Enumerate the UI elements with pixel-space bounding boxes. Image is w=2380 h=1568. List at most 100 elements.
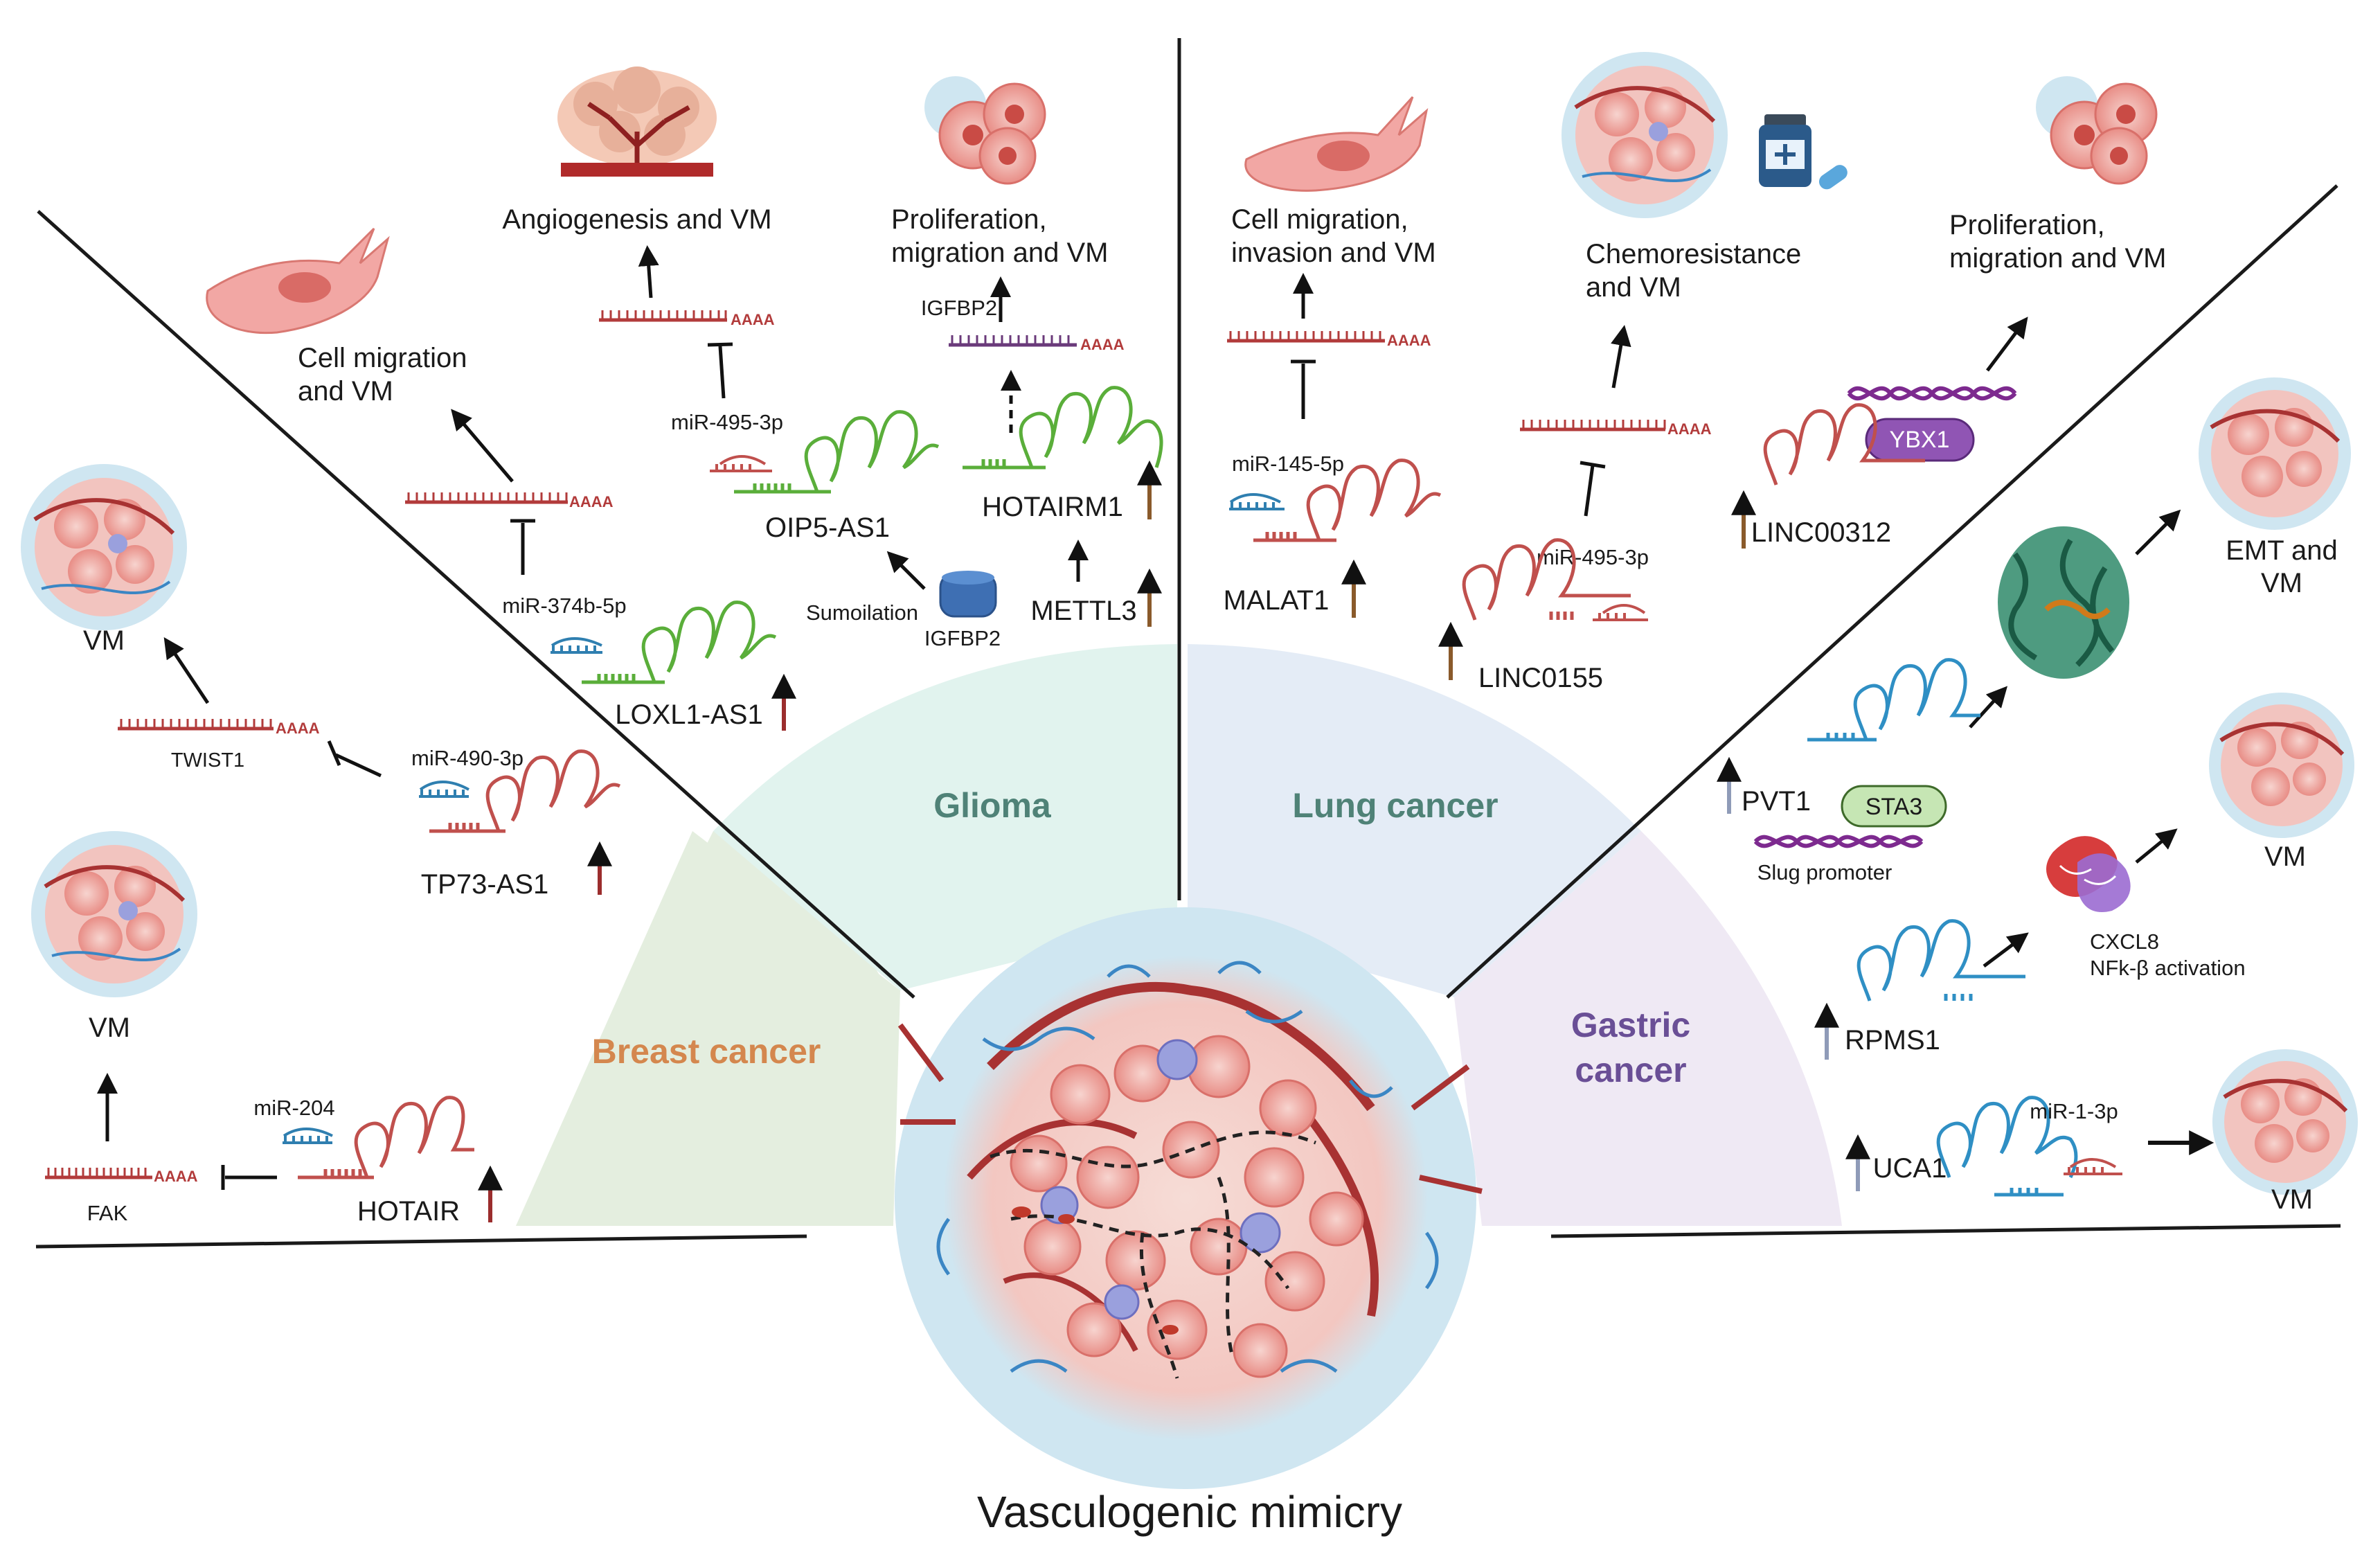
- breast-tp73-outcome: VM: [83, 625, 125, 656]
- sector-title-gastric-line1: Gastric: [1571, 1006, 1690, 1044]
- malat1-outcome-line1: Cell migration,: [1231, 204, 1408, 235]
- mirna-495-lung-icon: [1593, 604, 1648, 621]
- malat1-label: MALAT1: [1224, 585, 1330, 616]
- arrow-mrna-to-migration: [451, 409, 514, 483]
- igfbp2-protein-icon: [939, 571, 997, 618]
- sta3-label: STA3: [1865, 794, 1923, 820]
- igfbp2-target-label: IGFBP2: [921, 296, 997, 320]
- mirna-495-glioma-icon: [710, 455, 772, 472]
- loxl1-outcome-line1: Cell migration: [298, 343, 467, 373]
- central-tumor-illustration: [895, 907, 1483, 1489]
- linc0155-outcome-line1: Chemoresistance: [1586, 239, 1801, 269]
- sta3-protein-badge: STA3: [1841, 785, 1947, 828]
- arrow-sumoilation-to-oip5: [886, 551, 926, 590]
- nfkb-activation-label: NFk-β activation: [2090, 956, 2246, 980]
- inhibit-mirna495-linc0155-target: [1580, 461, 1606, 517]
- arrow-cxcl8-to-outcome: [2135, 828, 2178, 864]
- sumoilation-label: Sumoilation: [806, 600, 918, 625]
- linc0155-lncrna-icon: [1462, 538, 1631, 621]
- divider-breast-glioma: [37, 210, 915, 999]
- mirna-495-lung-label: miR-495-3p: [1537, 545, 1649, 569]
- arrow-oip5-mrna-to-outcome: [638, 245, 659, 299]
- igfbp2-protein-label: IGFBP2: [924, 626, 1001, 650]
- rpms1-label: RPMS1: [1845, 1025, 1940, 1055]
- glioma-hotairm1-pathway: Proliferation, migration and VM IGFBP2 A…: [891, 76, 1163, 627]
- svg-text:AAAA: AAAA: [276, 720, 320, 737]
- linc00312-label: LINC00312: [1751, 517, 1891, 548]
- hotairm1-outcome-line1: Proliferation,: [891, 204, 1047, 235]
- sector-title-glioma: Glioma: [933, 786, 1052, 825]
- twist1-mrna-icon: AAAA: [118, 719, 320, 737]
- gastric-sector: [1454, 831, 1842, 1226]
- divider-lines: [35, 38, 2341, 1249]
- uca1-lncrna-icon: [1936, 1096, 2078, 1197]
- mirna-490-label: miR-490-3p: [411, 746, 524, 770]
- hotair-label: HOTAIR: [357, 1196, 460, 1227]
- svg-text:AAAA: AAAA: [1387, 332, 1431, 349]
- inhibit-mirna145-mrna: [1291, 359, 1316, 419]
- ybx1-protein-badge: YBX1: [1865, 418, 1975, 462]
- hotair-lncrna-icon: [298, 1096, 474, 1179]
- sector-fan: [516, 644, 1842, 1226]
- svg-text:AAAA: AAAA: [1667, 420, 1712, 438]
- svg-text:AAAA: AAAA: [154, 1168, 198, 1185]
- svg-text:AAAA: AAAA: [731, 311, 775, 328]
- oip5-target-mrna-icon: AAAA: [599, 310, 775, 328]
- sector-title-breast: Breast cancer: [592, 1032, 821, 1071]
- cell-cluster-icon: [31, 831, 197, 997]
- oip5-as1-label: OIP5-AS1: [765, 513, 890, 543]
- tumor-cells-icon: [2036, 76, 2158, 185]
- fak-mrna-icon: AAAA: [45, 1168, 198, 1185]
- tumor-cells-icon: [924, 76, 1046, 185]
- lung-sector: [1188, 644, 1641, 997]
- tp73-as1-lncrna-icon: [429, 749, 621, 833]
- cxcl8-label: CXCL8: [2090, 929, 2159, 954]
- breast-sector-wedge: [516, 831, 900, 1226]
- inhibit-hotair-fak: [221, 1165, 277, 1190]
- divider-lung-gastric: [1446, 184, 2338, 999]
- emt-protein-structure-icon: [1998, 526, 2129, 679]
- fak-label: FAK: [87, 1201, 128, 1225]
- rpms1-lncrna-icon: [1856, 919, 2025, 1001]
- malat1-target-mrna-icon: AAAA: [1227, 331, 1431, 349]
- mirna-1-3p-icon: [2064, 1158, 2122, 1175]
- hotairm1-lncrna-icon: [963, 386, 1163, 470]
- linc00312-lncrna-icon: [1763, 403, 1925, 485]
- sector-title-lung: Lung cancer: [1292, 786, 1498, 825]
- loxl1-target-mrna-icon: AAAA: [405, 492, 614, 510]
- cell-cluster-icon: [2212, 1049, 2358, 1195]
- angiogenesis-icon: [557, 66, 717, 177]
- breast-hotair-pathway: VM AAAA FAK miR-204 HOTAIR: [31, 831, 503, 1227]
- cxcl8-protein-structure-icon: [2046, 836, 2131, 912]
- mirna-145-label: miR-145-5p: [1232, 452, 1344, 476]
- arrow-emt-protein-to-outcome: [2135, 509, 2181, 555]
- hotairm1-outcome-line2: migration and VM: [891, 238, 1108, 268]
- malat1-lncrna-icon: [1253, 458, 1442, 542]
- linc00312-outcome-line1: Proliferation,: [1949, 210, 2105, 240]
- linc00312-outcome-line2: migration and VM: [1949, 243, 2166, 274]
- pvt1-label: PVT1: [1742, 786, 1811, 817]
- glioma-oip5-pathway: Angiogenesis and VM AAAA miR-495-3p OIP5…: [502, 66, 1001, 650]
- mirna-374b-label: miR-374b-5p: [502, 594, 626, 618]
- drug-bottle-icon: [1759, 114, 1847, 190]
- gastric-pvt1-pathway: EMT and VM PVT1 STA3 Slug promoter: [1717, 377, 2351, 884]
- linc0155-label: LINC0155: [1478, 663, 1603, 693]
- slug-promoter-label: Slug promoter: [1757, 860, 1893, 884]
- pvt1-outcome-line1: EMT and: [2226, 535, 2338, 566]
- inhibit-mirna495-oip5-target: [707, 342, 733, 399]
- figure-title: Vasculogenic mimicry: [977, 1487, 1402, 1537]
- breast-loxl1-pathway: Cell migration and VM AAAA miR-374b-5p L…: [206, 227, 796, 731]
- lung-malat1-pathway: Cell migration, invasion and VM AAAA miR…: [1224, 96, 1442, 618]
- arrow-twist1-to-vm: [163, 637, 210, 704]
- arrow-linc0155-mrna-to-outcome: [1611, 325, 1631, 389]
- arrow-pvt1-to-emt-protein: [1969, 686, 2008, 729]
- mirna-204-icon: [283, 1128, 333, 1144]
- dna-helix-icon: [1847, 386, 2017, 401]
- oip5-outcome: Angiogenesis and VM: [502, 204, 771, 235]
- migrating-cell-icon: [206, 227, 390, 335]
- tp73-as1-label: TP73-AS1: [421, 869, 549, 900]
- slug-promoter-dna-icon: [1753, 835, 1924, 848]
- gastric-rpms1-pathway: VM CXCL8 NFk-β activation RPMS1: [1814, 693, 2354, 1060]
- mirna-204-label: miR-204: [253, 1096, 334, 1120]
